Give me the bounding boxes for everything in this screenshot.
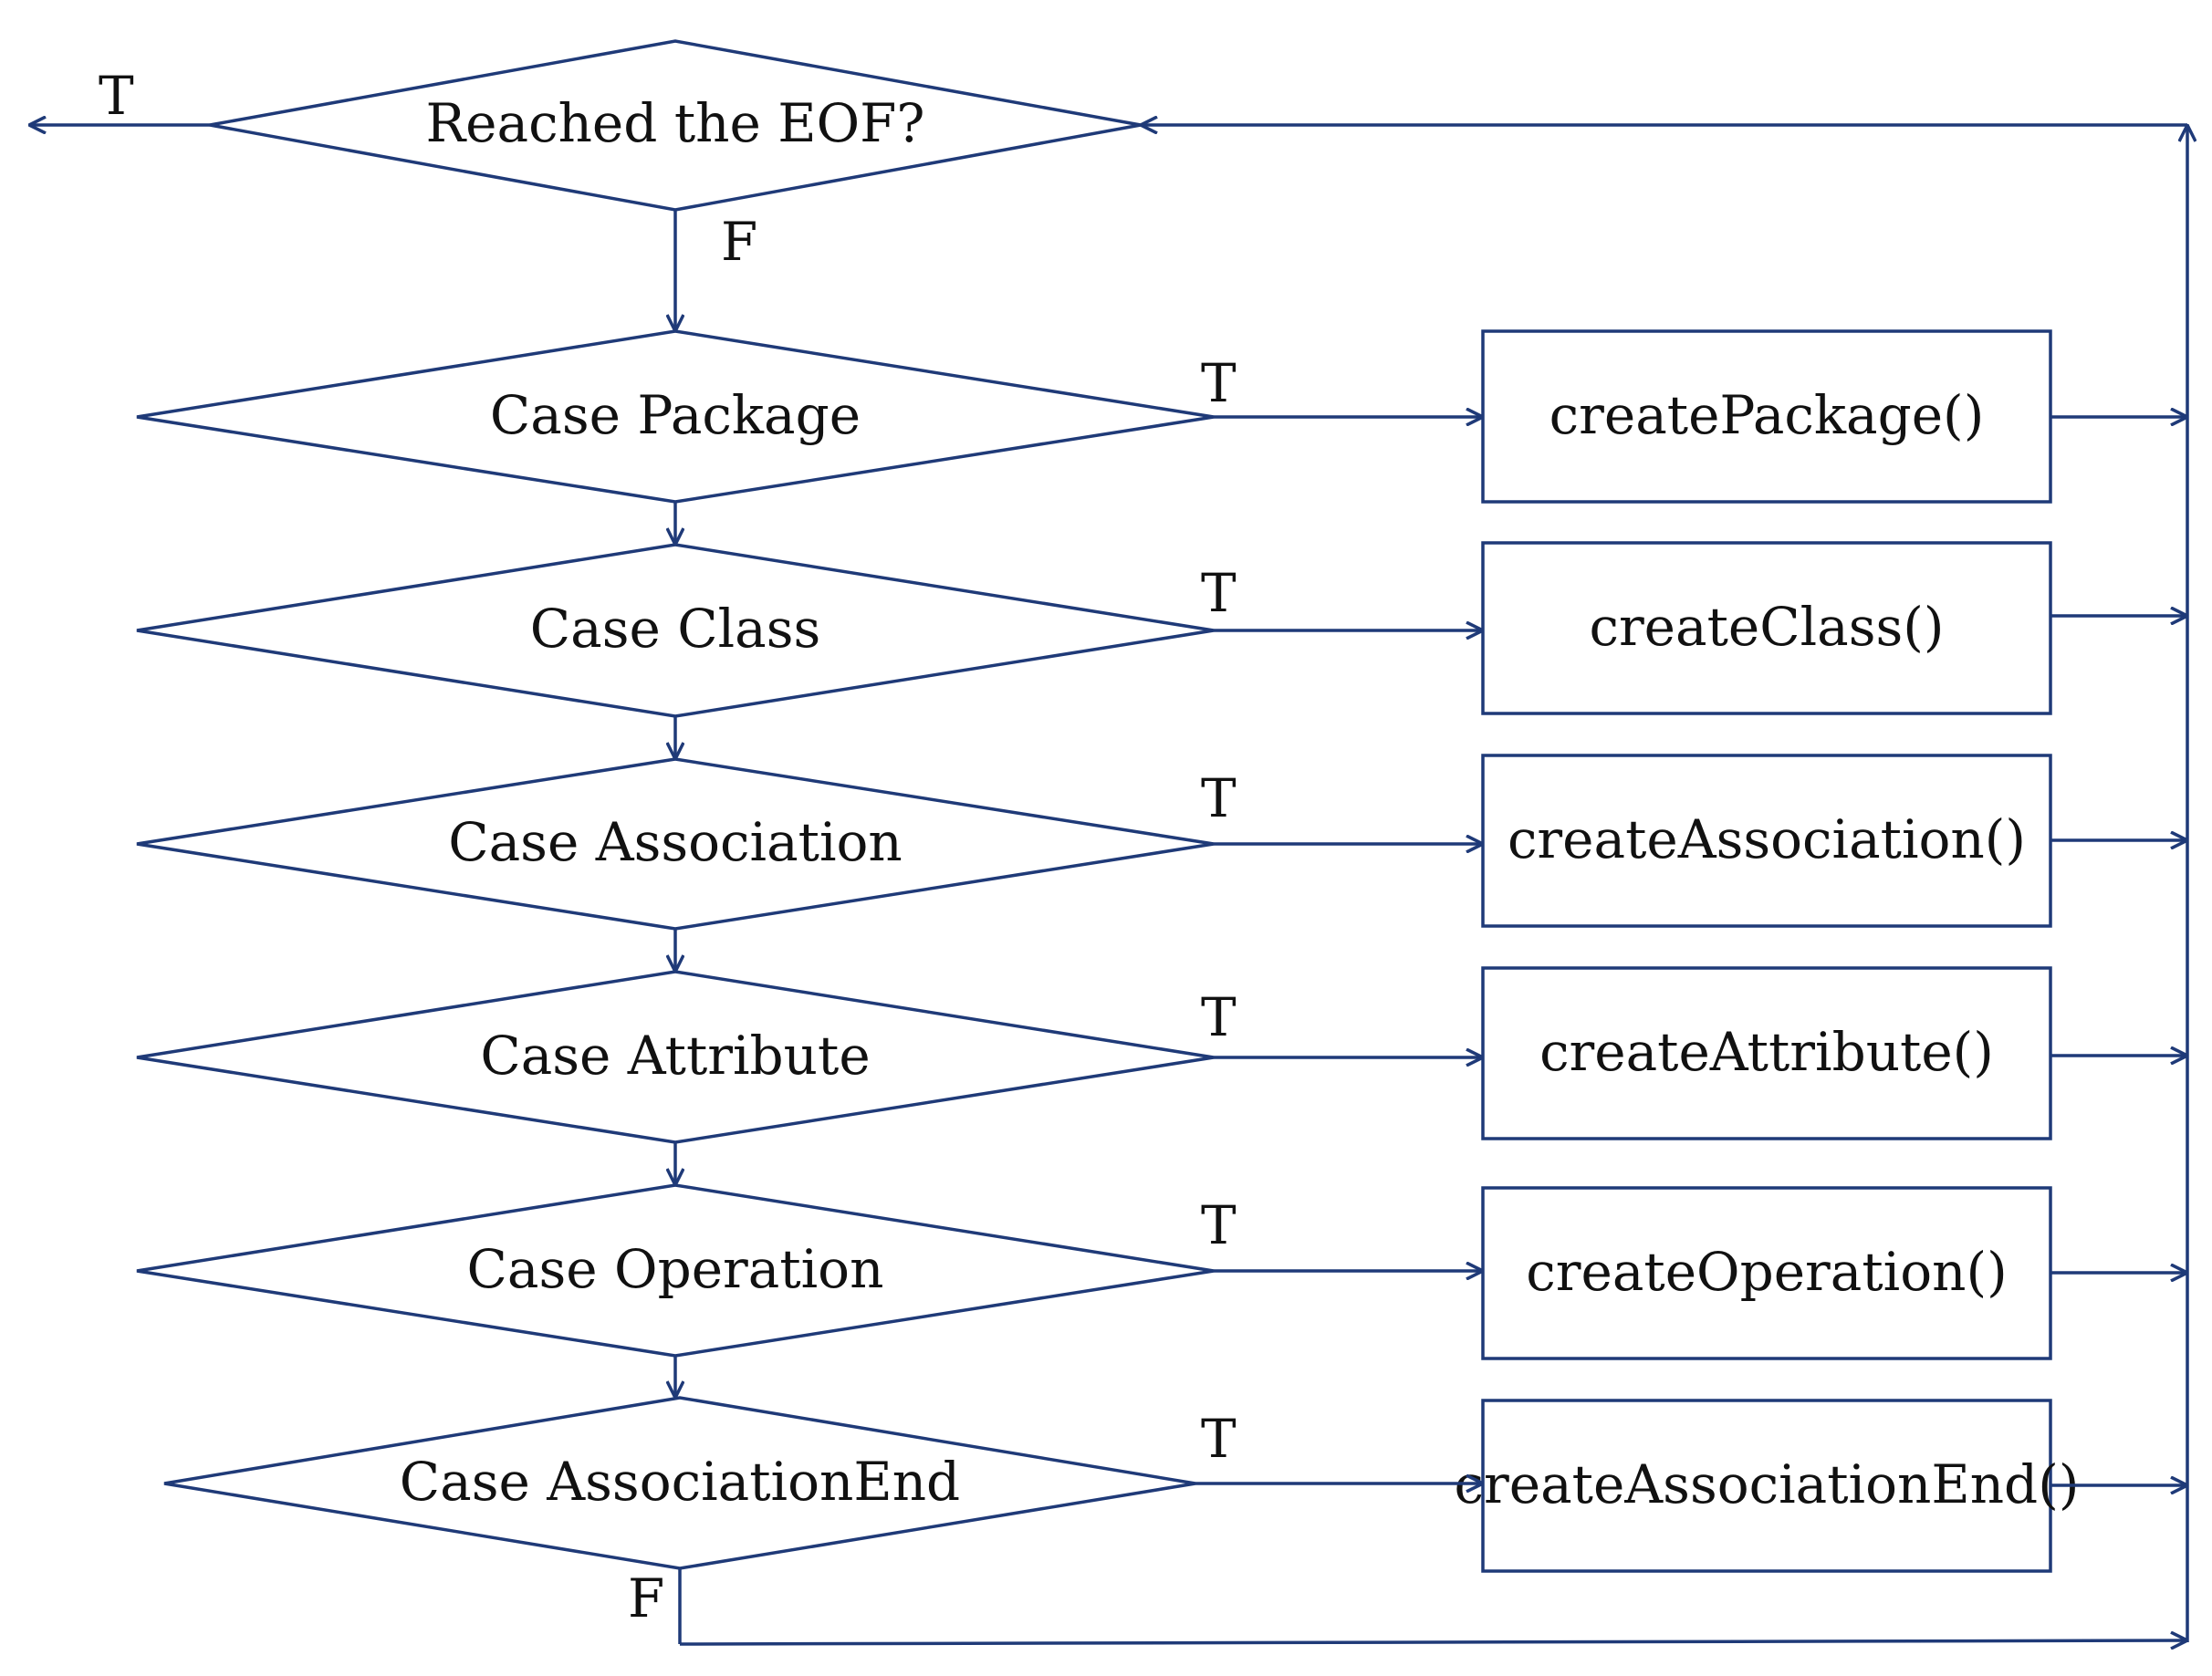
decision-eof-label: Reached the EOF? bbox=[426, 92, 925, 154]
process-create-operation: createOperation() bbox=[1481, 1186, 2052, 1360]
process-create-package: createPackage() bbox=[1481, 329, 2052, 504]
label-association-true: T bbox=[1201, 767, 1236, 829]
process-create-operation-label: createOperation() bbox=[1526, 1241, 2007, 1303]
label-association-end-false: F bbox=[628, 1567, 664, 1629]
decision-case-association-end: Case AssociationEnd bbox=[163, 1396, 1196, 1570]
decision-eof: Reached the EOF? bbox=[209, 39, 1142, 212]
decision-case-package-label: Case Package bbox=[490, 384, 861, 446]
decision-case-association-end-label: Case AssociationEnd bbox=[400, 1451, 960, 1513]
edge-bottom-rail bbox=[679, 1640, 2187, 1644]
decision-case-attribute-label: Case Attribute bbox=[480, 1025, 870, 1087]
label-eof-true: T bbox=[99, 65, 134, 127]
decision-case-package: Case Package bbox=[136, 329, 1215, 504]
decision-case-association: Case Association bbox=[136, 757, 1215, 931]
decision-case-association-label: Case Association bbox=[448, 811, 903, 873]
process-create-association: createAssociation() bbox=[1481, 754, 2052, 928]
label-package-true: T bbox=[1201, 352, 1236, 414]
decision-case-class-label: Case Class bbox=[530, 598, 821, 660]
label-class-true: T bbox=[1201, 562, 1236, 624]
process-create-class: createClass() bbox=[1481, 541, 2052, 715]
label-attribute-true: T bbox=[1201, 986, 1236, 1048]
decision-case-operation: Case Operation bbox=[136, 1183, 1215, 1358]
process-create-association-end: createAssociationEnd() bbox=[1455, 1399, 2080, 1573]
label-eof-false: F bbox=[721, 211, 757, 273]
decision-case-class: Case Class bbox=[136, 543, 1215, 718]
process-create-association-end-label: createAssociationEnd() bbox=[1455, 1453, 2080, 1515]
process-create-class-label: createClass() bbox=[1589, 596, 1944, 658]
label-operation-true: T bbox=[1201, 1194, 1236, 1256]
decision-case-operation-label: Case Operation bbox=[467, 1238, 884, 1300]
process-create-association-label: createAssociation() bbox=[1508, 808, 2026, 870]
process-create-package-label: createPackage() bbox=[1549, 384, 1985, 446]
process-create-attribute: createAttribute() bbox=[1481, 966, 2052, 1140]
process-create-attribute-label: createAttribute() bbox=[1539, 1021, 1994, 1083]
decision-case-attribute: Case Attribute bbox=[136, 970, 1215, 1144]
label-association-end-true: T bbox=[1201, 1408, 1236, 1470]
